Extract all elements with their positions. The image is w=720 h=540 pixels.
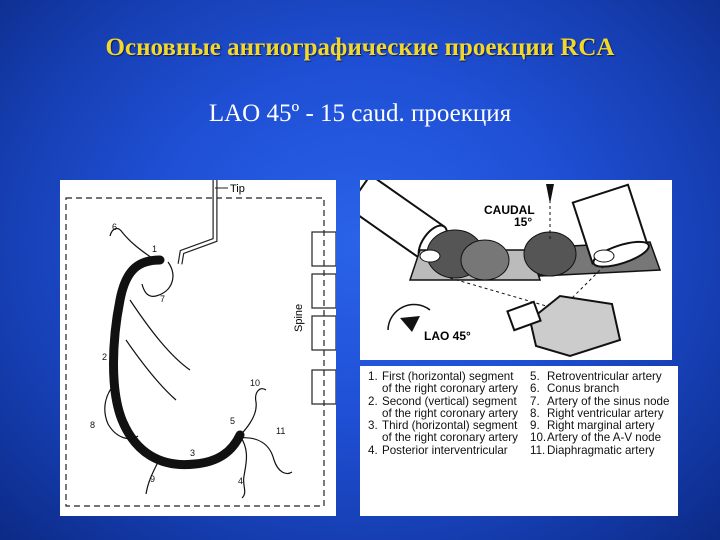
segment-number-7: 7 [160,294,165,304]
segment-number-6: 6 [112,222,117,232]
heart-shadow-left-b [460,239,510,281]
rca-main-vessel [109,255,245,470]
lao-angle-arc [387,303,431,331]
segment-number-9: 9 [150,474,155,484]
legend-item: of the right coronary artery [382,382,518,396]
segment-number-5: 5 [230,416,235,426]
slide-subtitle: LAO 45º - 15 caud. проекция [208,100,512,127]
lao-label: LAO 45° [424,329,471,343]
rca-angiogram-svg: Spine Tip 1 2 3 4 5 6 7 8 9 [65,180,337,507]
tip-label: Tip [230,183,245,195]
aortic-ring-right [593,249,615,263]
legend-item: of the right coronary artery [382,406,518,420]
slide-title: Основные ангиографические проекции RCA [105,34,615,61]
segment-number-1: 1 [152,244,157,254]
legend-item: 8.Right ventricular artery [530,406,664,420]
field-of-view-frame [65,197,325,507]
legend-column-right: 5.Retroventricular artery 6.Conus branch… [530,370,676,457]
segment-number-2: 2 [102,352,107,362]
legend-item: 3.Third (horizontal) segment [368,419,518,433]
caudal-angle-marker [546,184,554,204]
caudal-label: CAUDAL [484,203,535,217]
segment-number-4: 4 [238,476,243,486]
legend-item: 9.Right marginal artery [530,419,655,433]
aortic-ring-left [419,249,441,263]
segment-number-3: 3 [190,448,195,458]
caudal-angle-label: 15° [514,215,532,229]
catheter-inner [178,180,217,265]
legend-column-left: 1.First (horizontal) segment of the righ… [368,370,518,457]
projection-schematic-svg: CAUDAL 15° LAO 45° [346,173,662,358]
segment-legend: 1.First (horizontal) segment of the righ… [360,366,678,516]
rca-branches [104,227,293,499]
segment-number-8: 8 [90,420,95,430]
legend-item: 7.Artery of the sinus node [530,394,670,408]
legend-item: 4.Posterior interventricular [368,443,508,457]
detector-box [506,300,542,332]
legend-item: 5.Retroventricular artery [530,370,662,383]
spine-label: Spine [293,304,305,332]
lao-angle-wedge [400,316,420,332]
legend-item: 1.First (horizontal) segment [368,370,514,383]
legend-item: 6.Conus branch [530,382,620,396]
segment-number-10: 10 [250,378,260,388]
spine-vertebrae [311,231,337,405]
legend-item: 11.Diaphragmatic artery [530,443,655,457]
image-intensifier [528,294,622,358]
legend-item: 2.Second (vertical) segment [368,394,517,408]
beam-lines [449,200,605,311]
projection-schematic: CAUDAL 15° LAO 45° [346,173,672,360]
segment-number-11: 11 [276,426,285,436]
rca-angiogram-diagram: Spine Tip 1 2 3 4 5 6 7 8 9 [60,180,337,516]
legend-item: of the right coronary artery [382,431,518,445]
legend-item: 10.Artery of the A-V node [530,431,662,445]
